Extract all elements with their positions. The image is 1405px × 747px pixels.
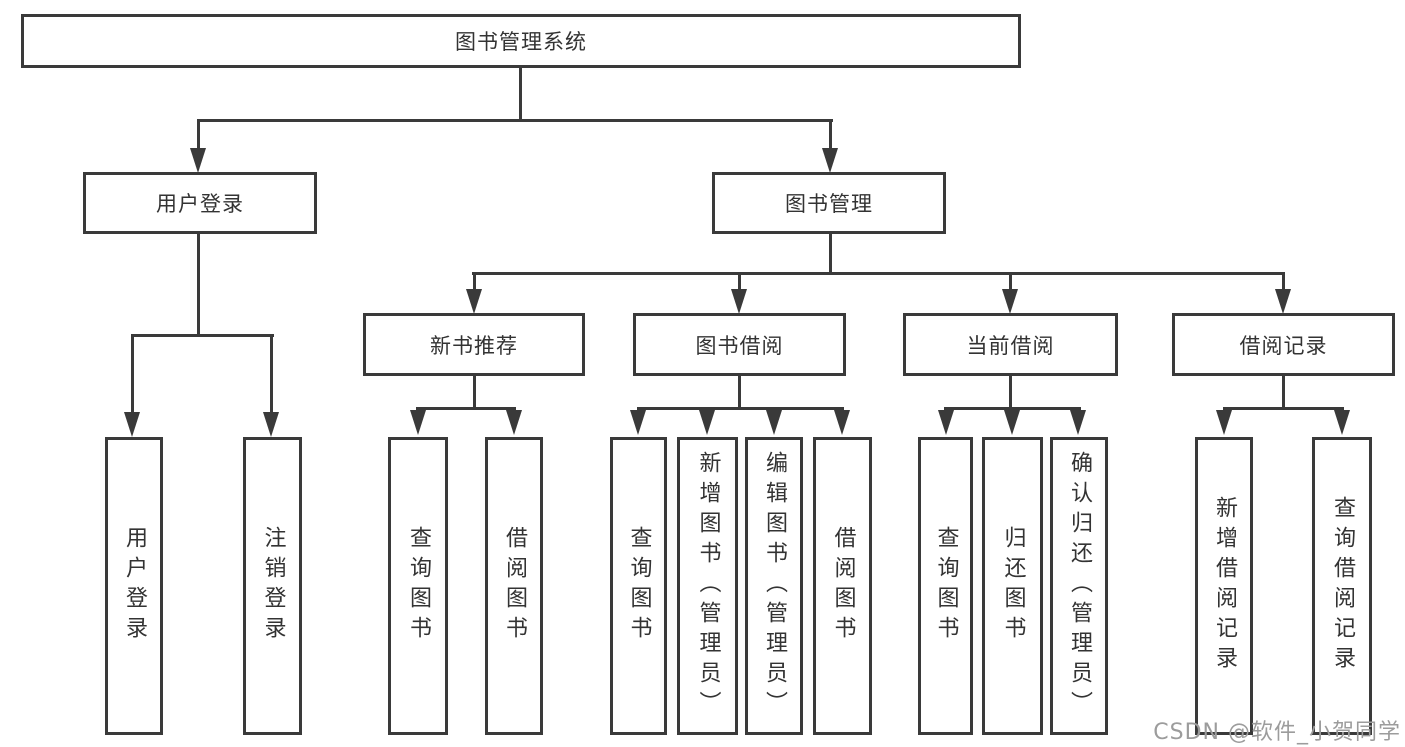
connector-recommend-stem	[473, 375, 476, 410]
arrowhead-down-icon	[822, 148, 838, 173]
arrow-shaft	[829, 119, 832, 152]
arrowhead-down-icon	[938, 410, 954, 435]
leaf-current-return-book: 归还图书	[982, 437, 1043, 735]
leaf-recommend-borrow-book: 借阅图书	[485, 437, 543, 735]
leaf-current-confirm-return-admin: 确认归还（管理员）	[1050, 437, 1108, 735]
arrowhead-down-icon	[506, 410, 522, 435]
connector-borrow-rail	[637, 407, 844, 410]
leaf-current-query-book: 查询图书	[918, 437, 973, 735]
node-book-management: 图书管理	[712, 172, 946, 234]
connector-level2-rail	[197, 119, 833, 122]
arrowhead-down-icon	[1002, 289, 1018, 314]
arrowhead-down-icon	[699, 410, 715, 435]
connector-user-login-stem	[197, 232, 200, 337]
leaf-records-query-record: 查询借阅记录	[1312, 437, 1372, 735]
arrow-shaft	[131, 334, 134, 414]
arrowhead-down-icon	[1216, 410, 1232, 435]
arrowhead-down-icon	[190, 148, 206, 173]
leaf-borrow-edit-book-admin: 编辑图书（管理员）	[745, 437, 803, 735]
leaf-borrow-query-book: 查询图书	[610, 437, 667, 735]
arrow-shaft	[270, 334, 273, 414]
connector-current-rail	[944, 407, 1081, 410]
connector-book-management-stem	[829, 232, 832, 275]
leaf-recommend-query-book: 查询图书	[388, 437, 448, 735]
connector-current-stem	[1009, 375, 1012, 410]
leaf-borrow-borrow-book: 借阅图书	[813, 437, 872, 735]
leaf-borrow-add-book-admin: 新增图书（管理员）	[677, 437, 738, 735]
arrow-shaft	[738, 272, 741, 292]
arrow-shaft	[1282, 272, 1285, 292]
connector-recommend-rail	[416, 407, 516, 410]
arrowhead-down-icon	[466, 289, 482, 314]
node-current-borrow: 当前借阅	[903, 313, 1118, 376]
arrowhead-down-icon	[630, 410, 646, 435]
node-new-book-recommend: 新书推荐	[363, 313, 585, 376]
node-library-management-system: 图书管理系统	[21, 14, 1021, 68]
leaf-records-add-record: 新增借阅记录	[1195, 437, 1253, 735]
connector-records-rail	[1223, 407, 1344, 410]
arrowhead-down-icon	[1004, 410, 1020, 435]
connector-borrow-stem	[738, 375, 741, 410]
node-user-login: 用户登录	[83, 172, 317, 234]
connector-user-login-rail	[131, 334, 274, 337]
leaf-logout: 注销登录	[243, 437, 302, 735]
connector-root-stem	[519, 66, 522, 122]
arrow-shaft	[1009, 272, 1012, 292]
arrow-shaft	[473, 272, 476, 292]
arrowhead-down-icon	[1334, 410, 1350, 435]
arrowhead-down-icon	[1070, 410, 1086, 435]
arrow-shaft	[197, 119, 200, 152]
arrowhead-down-icon	[1275, 289, 1291, 314]
node-book-borrow: 图书借阅	[633, 313, 846, 376]
arrowhead-down-icon	[834, 410, 850, 435]
leaf-user-login: 用户登录	[105, 437, 163, 735]
connector-records-stem	[1282, 375, 1285, 410]
node-borrow-records: 借阅记录	[1172, 313, 1395, 376]
arrowhead-down-icon	[263, 412, 279, 437]
connector-level3-rail	[472, 272, 1285, 275]
arrowhead-down-icon	[124, 412, 140, 437]
arrowhead-down-icon	[410, 410, 426, 435]
csdn-watermark: CSDN @软件_小贺同学	[1153, 720, 1401, 745]
arrowhead-down-icon	[731, 289, 747, 314]
arrowhead-down-icon	[766, 410, 782, 435]
